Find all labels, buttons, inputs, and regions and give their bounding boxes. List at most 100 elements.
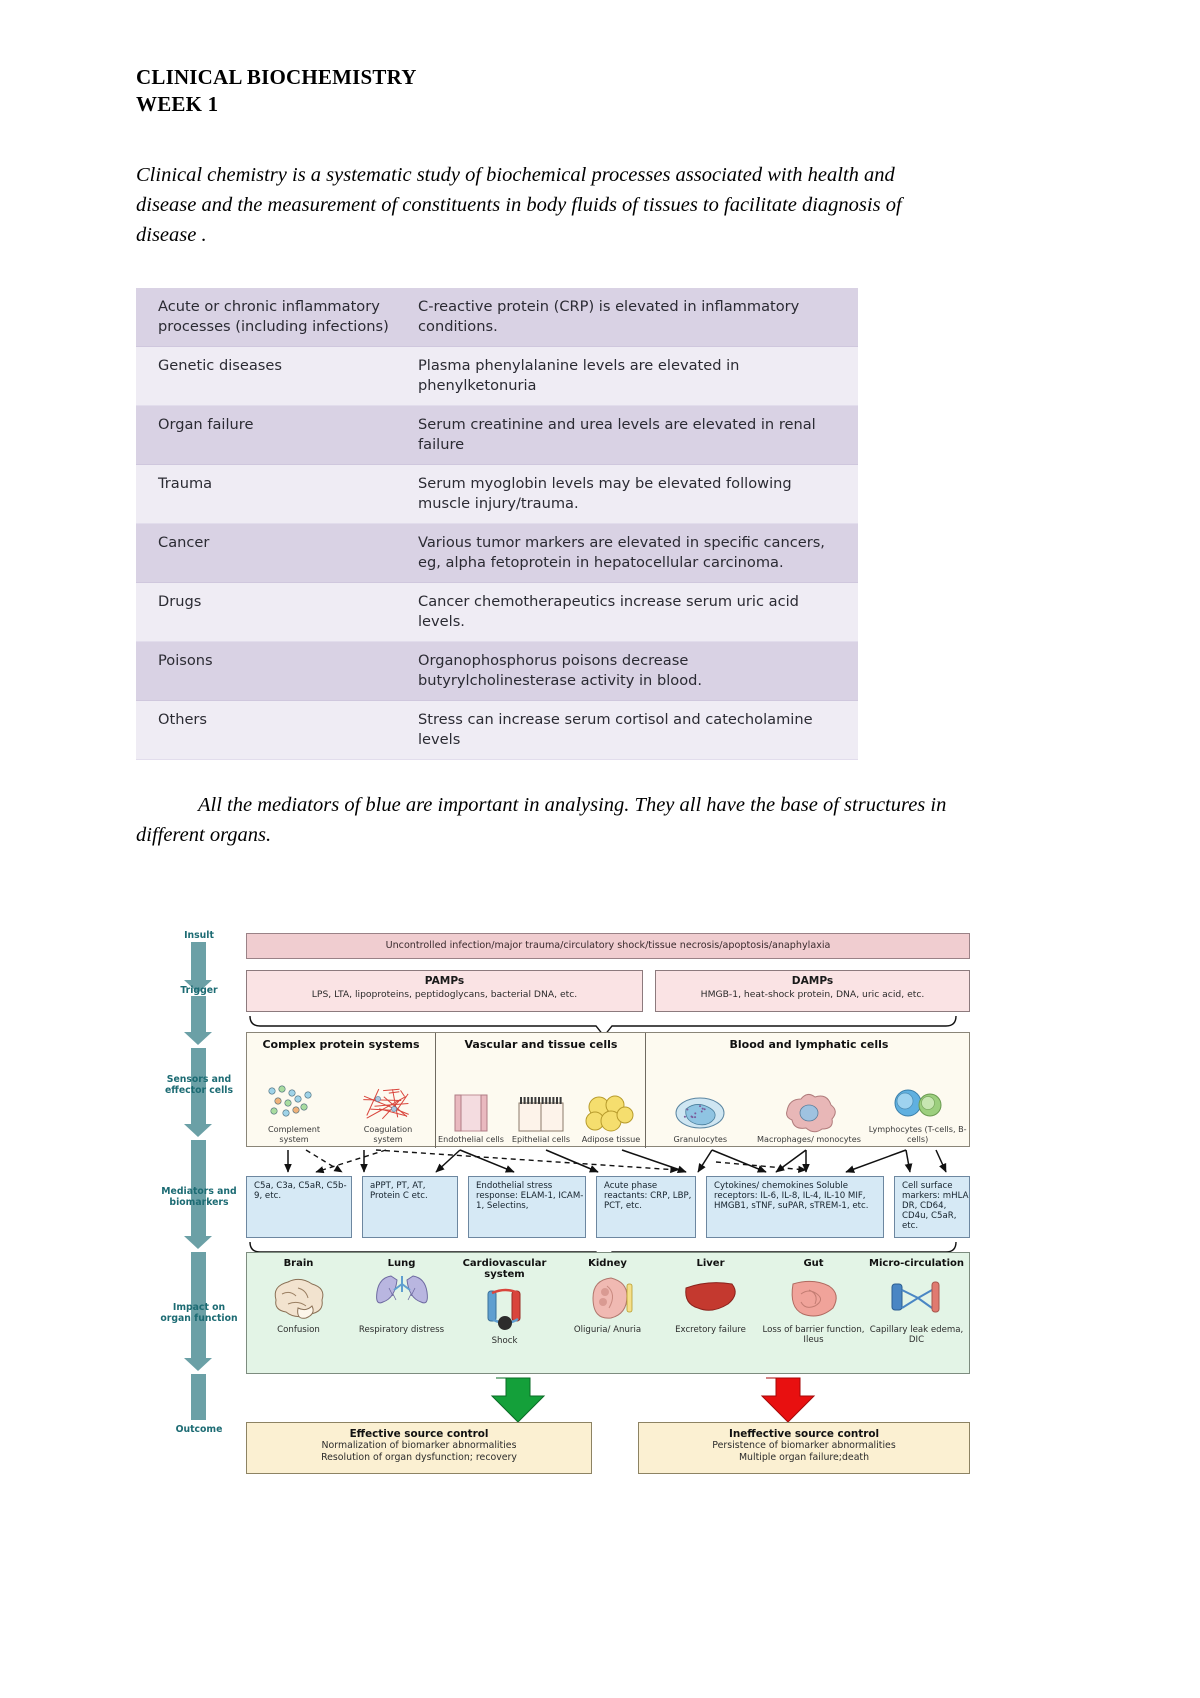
organ-column: GutLoss of barrier function, Ileus [762, 1253, 865, 1375]
epithelial-sheet-icon [511, 1093, 571, 1133]
table-row: PoisonsOrganophosphorus poisons decrease… [136, 642, 858, 701]
cardiovascular-system-icon [474, 1285, 536, 1333]
organ-name: Liver [659, 1258, 762, 1269]
outcome-line-1: Persistence of biomarker abnormalities [639, 1440, 969, 1452]
brain-icon [268, 1274, 330, 1322]
organ-effect: Oliguria/ Anuria [556, 1325, 659, 1335]
example-cell: Cancer chemotherapeutics increase serum … [404, 583, 858, 642]
sensor-cell-art [576, 1091, 645, 1133]
note-paragraph: All the mediators of blue are important … [136, 790, 960, 850]
pamps-subtitle: LPS, LTA, lipoproteins, peptidoglycans, … [247, 989, 642, 1000]
sensor-cell-art [357, 1081, 419, 1123]
sensor-cell-label: Adipose tissue [576, 1135, 645, 1144]
sensor-group-title: Vascular and tissue cells [436, 1038, 646, 1051]
macrophage-cell-icon [779, 1093, 839, 1133]
mediator-box-acute-phase: Acute phase reactants: CRP, LBP, PCT, et… [596, 1176, 696, 1238]
organ-art [865, 1271, 968, 1325]
example-cell: C-reactive protein (CRP) is elevated in … [404, 288, 858, 347]
green-arrow-icon [492, 1378, 544, 1422]
organ-effect: Shock [453, 1336, 556, 1346]
outcome-line-2: Resolution of organ dysfunction; recover… [247, 1452, 591, 1464]
endothelial-vessel-icon [441, 1093, 501, 1133]
mediator-box-cytokines: Cytokines/ chemokines Soluble receptors:… [706, 1176, 884, 1238]
example-cell: Serum creatinine and urea levels are ele… [404, 406, 858, 465]
cause-cell: Drugs [136, 583, 404, 642]
damps-box: DAMPs HMGB-1, heat-shock protein, DNA, u… [655, 970, 970, 1012]
cause-cell: Poisons [136, 642, 404, 701]
organ-art [659, 1271, 762, 1325]
sensor-cells-band: Complex protein systemsComplement system… [246, 1032, 970, 1147]
table-row: DrugsCancer chemotherapeutics increase s… [136, 583, 858, 642]
table-row: Genetic diseasesPlasma phenylalanine lev… [136, 347, 858, 406]
organ-effect: Confusion [247, 1325, 350, 1335]
sensor-cell: Granulocytes [647, 1091, 755, 1144]
intro-paragraph: Clinical chemistry is a systematic study… [136, 160, 960, 250]
sensor-cell: Macrophages/ monocytes [755, 1091, 863, 1144]
table-row: Organ failureSerum creatinine and urea l… [136, 406, 858, 465]
table-row: CancerVarious tumor markers are elevated… [136, 524, 858, 583]
sensor-cell-label: Coagulation system [357, 1125, 419, 1144]
mediator-text: aPPT, PT, AT, Protein C etc. [370, 1181, 428, 1201]
rail-label-mediators: Mediators and biomarkers [160, 1186, 238, 1208]
sensor-cell-art [864, 1081, 972, 1123]
kidney-icon [577, 1274, 639, 1322]
title-line-2: WEEK 1 [136, 91, 936, 118]
cause-cell: Cancer [136, 524, 404, 583]
sepsis-pathway-figure: Insult Trigger Sensors and effector cell… [160, 930, 970, 1475]
organ-column: Cardiovascular systemShock [453, 1253, 556, 1375]
organ-art [453, 1282, 556, 1336]
sensor-cell-art [263, 1081, 325, 1123]
sensor-cell-label: Epithelial cells [506, 1135, 575, 1144]
red-arrow-icon [762, 1378, 814, 1422]
example-cell: Stress can increase serum cortisol and c… [404, 701, 858, 760]
pamps-title: PAMPs [247, 975, 642, 987]
figure-canvas: Uncontrolled infection/major trauma/circ… [246, 930, 970, 1475]
rail-label-insult: Insult [160, 930, 238, 941]
outcome-box-effective: Effective source control Normalization o… [246, 1422, 592, 1474]
table-row: Acute or chronic inflammatory processes … [136, 288, 858, 347]
rail-label-sensors: Sensors and effector cells [160, 1074, 238, 1096]
mediator-text: Cytokines/ chemokines Soluble receptors:… [714, 1181, 868, 1211]
sensor-cell: Endothelial cells [436, 1091, 505, 1144]
sensor-cell-label: Granulocytes [647, 1135, 755, 1144]
coagulation-mesh-icon [358, 1083, 418, 1123]
note-text: All the mediators of blue are important … [136, 794, 946, 846]
damps-subtitle: HMGB-1, heat-shock protein, DNA, uric ac… [656, 989, 969, 1000]
adipose-cluster-icon [581, 1093, 641, 1133]
stage-rail: Insult Trigger Sensors and effector cell… [160, 930, 238, 1475]
mediators-band: C5a, C3a, C5aR, C5b-9, etc. aPPT, PT, AT… [246, 1176, 970, 1238]
mediator-box-endothelial: Endothelial stress response: ELAM-1, ICA… [468, 1176, 586, 1238]
sensor-cell-label: Complement system [263, 1125, 325, 1144]
outcome-title: Ineffective source control [639, 1428, 969, 1440]
pamps-box: PAMPs LPS, LTA, lipoproteins, peptidogly… [246, 970, 643, 1012]
organ-column: BrainConfusion [247, 1253, 350, 1375]
lymphocyte-cells-icon [888, 1083, 948, 1123]
causes-table: Acute or chronic inflammatory processes … [136, 288, 858, 760]
organ-name: Brain [247, 1258, 350, 1269]
cause-cell: Organ failure [136, 406, 404, 465]
example-cell: Organophosphorus poisons decrease butyry… [404, 642, 858, 701]
sensor-cell-art [506, 1091, 575, 1133]
sensor-cell: Adipose tissue [576, 1091, 645, 1144]
mediator-text: Acute phase reactants: CRP, LBP, PCT, et… [604, 1181, 691, 1211]
outcome-line-2: Multiple organ failure;death [639, 1452, 969, 1464]
organ-effect: Loss of barrier function, Ileus [762, 1325, 865, 1345]
mediator-box-coagulation: aPPT, PT, AT, Protein C etc. [362, 1176, 458, 1238]
damps-title: DAMPs [656, 975, 969, 987]
organ-effect: Respiratory distress [350, 1325, 453, 1335]
sensor-cell-art [647, 1091, 755, 1133]
sensor-cell: Complement system [263, 1081, 325, 1144]
organ-name: Kidney [556, 1258, 659, 1269]
sensor-group-title: Complex protein systems [247, 1038, 435, 1051]
granulocyte-cell-icon [670, 1093, 730, 1133]
insult-box: Uncontrolled infection/major trauma/circ… [246, 933, 970, 959]
gut-icon [783, 1274, 845, 1322]
sensor-cell-label: Macrophages/ monocytes [755, 1135, 863, 1144]
sensor-cell: Epithelial cells [506, 1091, 575, 1144]
outcome-title: Effective source control [247, 1428, 591, 1440]
sensor-cell-art [436, 1091, 505, 1133]
organ-effect: Capillary leak edema, DIC [865, 1325, 968, 1345]
complement-dots-icon [264, 1083, 324, 1123]
cause-cell: Acute or chronic inflammatory processes … [136, 288, 404, 347]
example-cell: Plasma phenylalanine levels are elevated… [404, 347, 858, 406]
